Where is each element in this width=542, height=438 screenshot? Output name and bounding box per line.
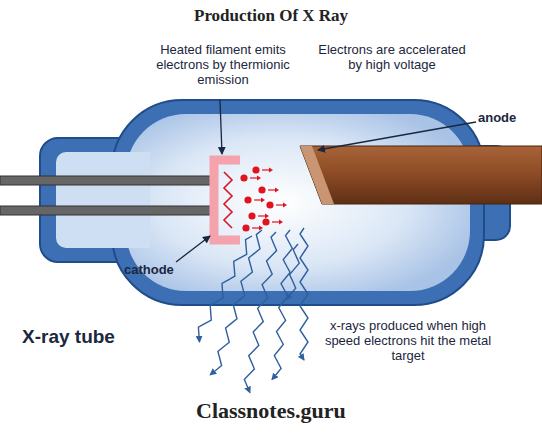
- part-label: anode: [478, 110, 516, 125]
- anode-target: [300, 146, 542, 204]
- filament-leads: [0, 176, 216, 215]
- diagram-title: Production Of X Ray: [194, 6, 348, 26]
- part-label: cathode: [124, 262, 174, 277]
- acceleration-note: Electrons are accelerated by high voltag…: [312, 42, 472, 72]
- leader-lines: [176, 100, 476, 262]
- diagram-name: X-ray tube: [22, 326, 115, 348]
- cathode-cup: [214, 160, 240, 240]
- filament-note: Heated filament emits electrons by therm…: [150, 42, 296, 87]
- watermark: Classnotes.guru: [196, 398, 346, 424]
- x-ray-note: x-rays produced when high speed electron…: [318, 318, 498, 363]
- electron-beam: [240, 166, 287, 231]
- filament: [224, 172, 232, 228]
- x-ray-waves: [198, 228, 308, 393]
